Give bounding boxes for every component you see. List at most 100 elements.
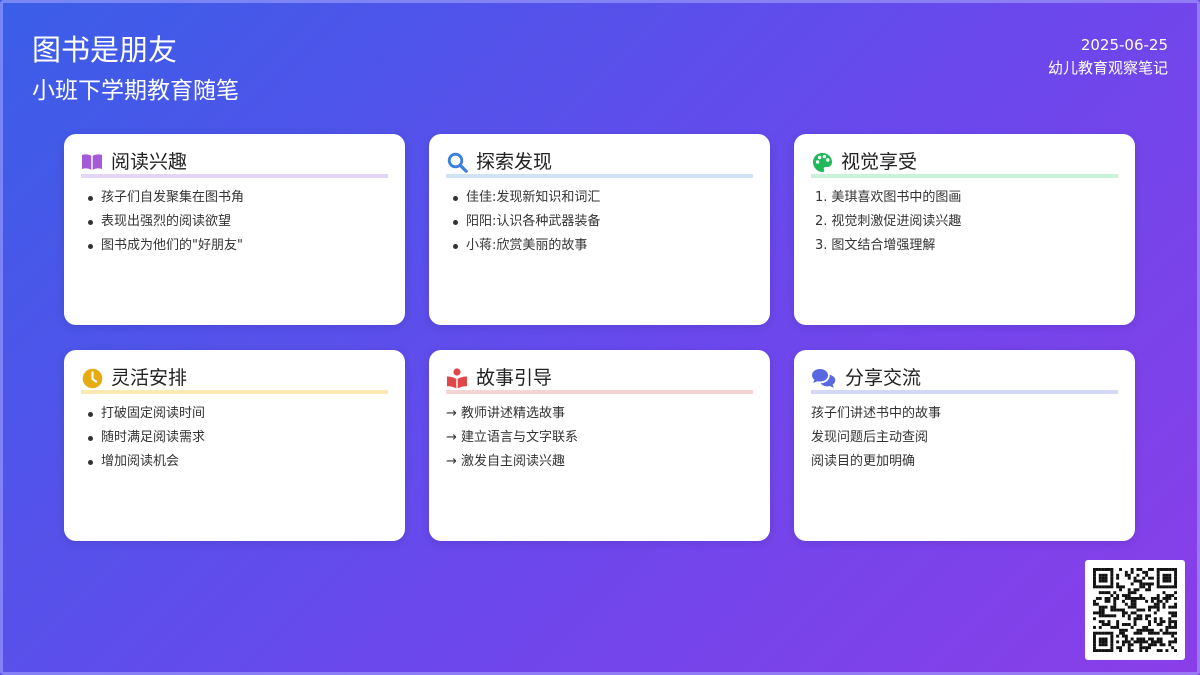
qr-module bbox=[1168, 579, 1172, 583]
qr-module bbox=[1113, 614, 1117, 618]
qr-module bbox=[1098, 637, 1102, 641]
qr-module bbox=[1156, 605, 1160, 609]
qr-module bbox=[1110, 594, 1114, 598]
qr-module bbox=[1107, 568, 1111, 571]
qr-module bbox=[1156, 576, 1160, 580]
qr-module bbox=[1098, 625, 1102, 629]
qr-module bbox=[1127, 576, 1131, 580]
qr-module bbox=[1101, 637, 1105, 641]
qr-module bbox=[1156, 608, 1160, 612]
list-item: 阅读目的更加明确 bbox=[811, 454, 916, 469]
qr-module bbox=[1133, 611, 1137, 615]
qr-module bbox=[1165, 576, 1169, 580]
list-item: 图书成为他们的"好朋友" bbox=[81, 234, 388, 258]
qr-module bbox=[1171, 614, 1175, 618]
qr-module bbox=[1107, 596, 1111, 600]
qr-module bbox=[1130, 568, 1134, 571]
qr-module bbox=[1142, 608, 1146, 612]
qr-module bbox=[1133, 640, 1137, 644]
qr-module bbox=[1101, 614, 1105, 618]
qr-module bbox=[1121, 594, 1125, 598]
qr-module bbox=[1093, 640, 1096, 644]
qr-module bbox=[1171, 585, 1175, 589]
qr-module bbox=[1165, 594, 1169, 598]
qr-module bbox=[1107, 631, 1111, 635]
list-item: → 教师讲述精选故事 bbox=[446, 406, 566, 421]
list-item: 阳阳:认识各种武器装备 bbox=[446, 210, 753, 234]
qr-module bbox=[1119, 628, 1123, 632]
chat-bubbles-icon bbox=[811, 367, 837, 389]
page-subtitle: 小班下学期教育随笔 bbox=[32, 78, 239, 104]
qr-module bbox=[1148, 568, 1151, 571]
qr-module bbox=[1142, 640, 1146, 644]
qr-module bbox=[1136, 588, 1140, 592]
qr-module bbox=[1156, 631, 1160, 635]
qr-module bbox=[1113, 625, 1117, 629]
qr-module bbox=[1093, 573, 1096, 577]
qr-module bbox=[1116, 608, 1120, 612]
qr-module bbox=[1101, 631, 1105, 635]
date-label: 2025-06-25 bbox=[1080, 36, 1168, 54]
card-visual-enjoyment: 视觉享受 1.美琪喜欢图书中的图画 2.视觉刺激促进阅读兴趣 3.图文结合增强理… bbox=[794, 134, 1135, 325]
qr-module bbox=[1121, 623, 1125, 626]
qr-module bbox=[1130, 625, 1134, 629]
qr-module bbox=[1150, 631, 1154, 635]
qr-module bbox=[1165, 599, 1169, 603]
qr-module bbox=[1104, 637, 1108, 641]
qr-module bbox=[1168, 620, 1172, 624]
qr-module bbox=[1150, 643, 1154, 647]
qr-module bbox=[1130, 570, 1134, 574]
qr-module bbox=[1110, 634, 1114, 638]
qr-module bbox=[1119, 646, 1123, 650]
page-title: 图书是朋友 bbox=[32, 33, 178, 67]
qr-module bbox=[1162, 591, 1166, 595]
list-item: 1.美琪喜欢图书中的图画 bbox=[815, 190, 962, 205]
qr-module bbox=[1104, 585, 1108, 589]
qr-module bbox=[1116, 596, 1120, 600]
qr-module bbox=[1119, 588, 1123, 592]
qr-module bbox=[1150, 599, 1154, 603]
qr-module bbox=[1107, 649, 1111, 653]
card-reading-interest: 阅读兴趣 孩子们自发聚集在图书角 表现出强烈的阅读欲望 图书成为他们的"好朋友" bbox=[64, 134, 405, 325]
card-title: 故事引导 bbox=[476, 367, 553, 389]
qr-module bbox=[1116, 640, 1120, 644]
qr-module bbox=[1116, 620, 1120, 624]
qr-module bbox=[1139, 596, 1143, 600]
qr-code bbox=[1085, 560, 1185, 660]
qr-module bbox=[1121, 585, 1125, 589]
card-title: 分享交流 bbox=[845, 367, 922, 389]
qr-module bbox=[1101, 573, 1105, 577]
qr-module bbox=[1121, 628, 1125, 632]
qr-module bbox=[1130, 649, 1134, 653]
qr-module bbox=[1171, 594, 1175, 598]
qr-module bbox=[1156, 585, 1160, 589]
qr-module bbox=[1142, 570, 1146, 574]
qr-module bbox=[1116, 576, 1120, 580]
qr-module bbox=[1150, 605, 1154, 609]
qr-module bbox=[1153, 602, 1157, 606]
qr-module bbox=[1159, 599, 1163, 603]
meta-block: 2025-06-25 幼儿教育观察笔记 bbox=[1048, 34, 1168, 80]
card-story-guidance: 故事引导 → 教师讲述精选故事 → 建立语言与文字联系 → 激发自主阅读兴趣 bbox=[429, 350, 770, 541]
qr-module bbox=[1174, 631, 1178, 635]
qr-module bbox=[1107, 623, 1111, 626]
qr-module bbox=[1136, 640, 1140, 644]
qr-module bbox=[1139, 646, 1143, 650]
qr-module bbox=[1153, 611, 1157, 615]
qr-module bbox=[1159, 617, 1163, 621]
qr-module bbox=[1150, 628, 1154, 632]
qr-module bbox=[1093, 579, 1096, 583]
qr-module bbox=[1142, 646, 1146, 650]
list-item: 孩子们讲述书中的故事 bbox=[811, 406, 942, 421]
qr-module bbox=[1159, 640, 1163, 644]
list-item: 表现出强烈的阅读欲望 bbox=[81, 210, 388, 234]
qr-module bbox=[1124, 596, 1128, 600]
qr-module bbox=[1168, 640, 1172, 644]
qr-module bbox=[1156, 594, 1160, 598]
qr-module bbox=[1121, 640, 1125, 644]
qr-module bbox=[1127, 614, 1131, 618]
qr-module bbox=[1145, 649, 1149, 653]
qr-module bbox=[1159, 585, 1163, 589]
qr-module bbox=[1130, 611, 1134, 615]
qr-module bbox=[1098, 620, 1102, 624]
